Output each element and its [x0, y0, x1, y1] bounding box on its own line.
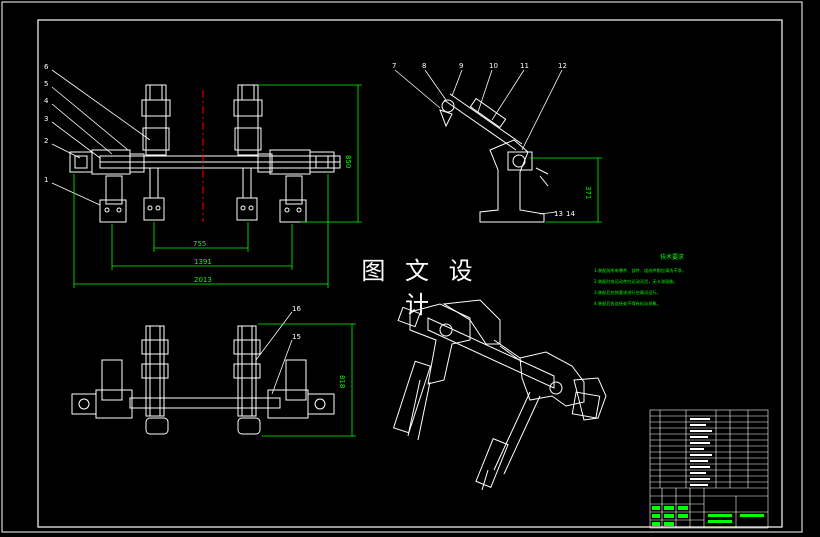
- side-view-dimensions: 371: [584, 186, 592, 199]
- part-number: 7: [392, 62, 396, 70]
- part-number: 11: [520, 62, 529, 70]
- part-number: 2: [44, 137, 48, 145]
- dimension-label: 2013: [194, 276, 212, 284]
- parts-list-text-marks: [690, 418, 712, 486]
- part-number: 12: [558, 62, 567, 70]
- top-view-dimension-lines: [258, 323, 356, 437]
- isometric-view: [392, 299, 607, 491]
- dimension-label: 818: [338, 375, 346, 388]
- side-view-dimension-lines: [530, 157, 602, 223]
- front-view-dimension-lines: [73, 84, 362, 288]
- part-number: 9: [459, 62, 463, 70]
- side-view-leaders: [394, 69, 563, 215]
- part-number: 5: [44, 80, 48, 88]
- front-view-part-numbers: 6 5 4 3 2 1: [44, 63, 49, 184]
- part-number: 16: [292, 305, 301, 313]
- notes-line: 2.装配时各运动件应运动灵活，无卡滞现象。: [594, 278, 678, 285]
- dimension-label: 1391: [194, 258, 212, 266]
- dimension-label: 850: [344, 155, 352, 168]
- notes-line: 3.装配后应按要求进行空载试运行。: [594, 289, 661, 296]
- top-view-dimensions: 818: [338, 375, 346, 388]
- title-block: [649, 409, 769, 529]
- outer-border: [1, 1, 803, 533]
- top-view: [71, 325, 335, 435]
- dimension-label: 371: [584, 186, 592, 199]
- dimension-label: 755: [193, 240, 206, 248]
- front-view-dimensions: 755 1391 2013 850: [193, 155, 352, 284]
- watermark-text: 图 文 设 计: [340, 254, 500, 319]
- notes-line: 4.装配后各连接处不得有松动现象。: [594, 300, 661, 307]
- front-view-leaders: [51, 69, 151, 206]
- title-block-fills: [652, 506, 764, 526]
- part-number: 3: [44, 115, 48, 123]
- parts-list-grid: [650, 410, 768, 489]
- part-number: 15: [292, 333, 301, 341]
- part-number: 1: [44, 176, 48, 184]
- side-view: [439, 93, 549, 223]
- top-view-part-numbers: 16 15: [292, 305, 301, 341]
- notes-title: 技术要求: [660, 253, 684, 261]
- part-number: 6: [44, 63, 49, 71]
- title-block-grid: [650, 488, 768, 528]
- part-number: 4: [44, 97, 49, 105]
- part-number: 13: [554, 210, 563, 218]
- technical-notes: 技术要求 1.装配前所有零件、部件、组成件都应清洗干净。 2.装配时各运动件应运…: [594, 253, 686, 307]
- front-view: [69, 84, 341, 223]
- part-number: 10: [489, 62, 498, 70]
- side-view-part-numbers: 7 8 9 10 11 12 13 14: [392, 62, 575, 218]
- top-view-leaders: [255, 311, 293, 395]
- part-number: 8: [422, 62, 426, 70]
- notes-line: 1.装配前所有零件、部件、组成件都应清洗干净。: [594, 267, 686, 274]
- part-number: 14: [566, 210, 575, 218]
- inner-border: [37, 19, 783, 528]
